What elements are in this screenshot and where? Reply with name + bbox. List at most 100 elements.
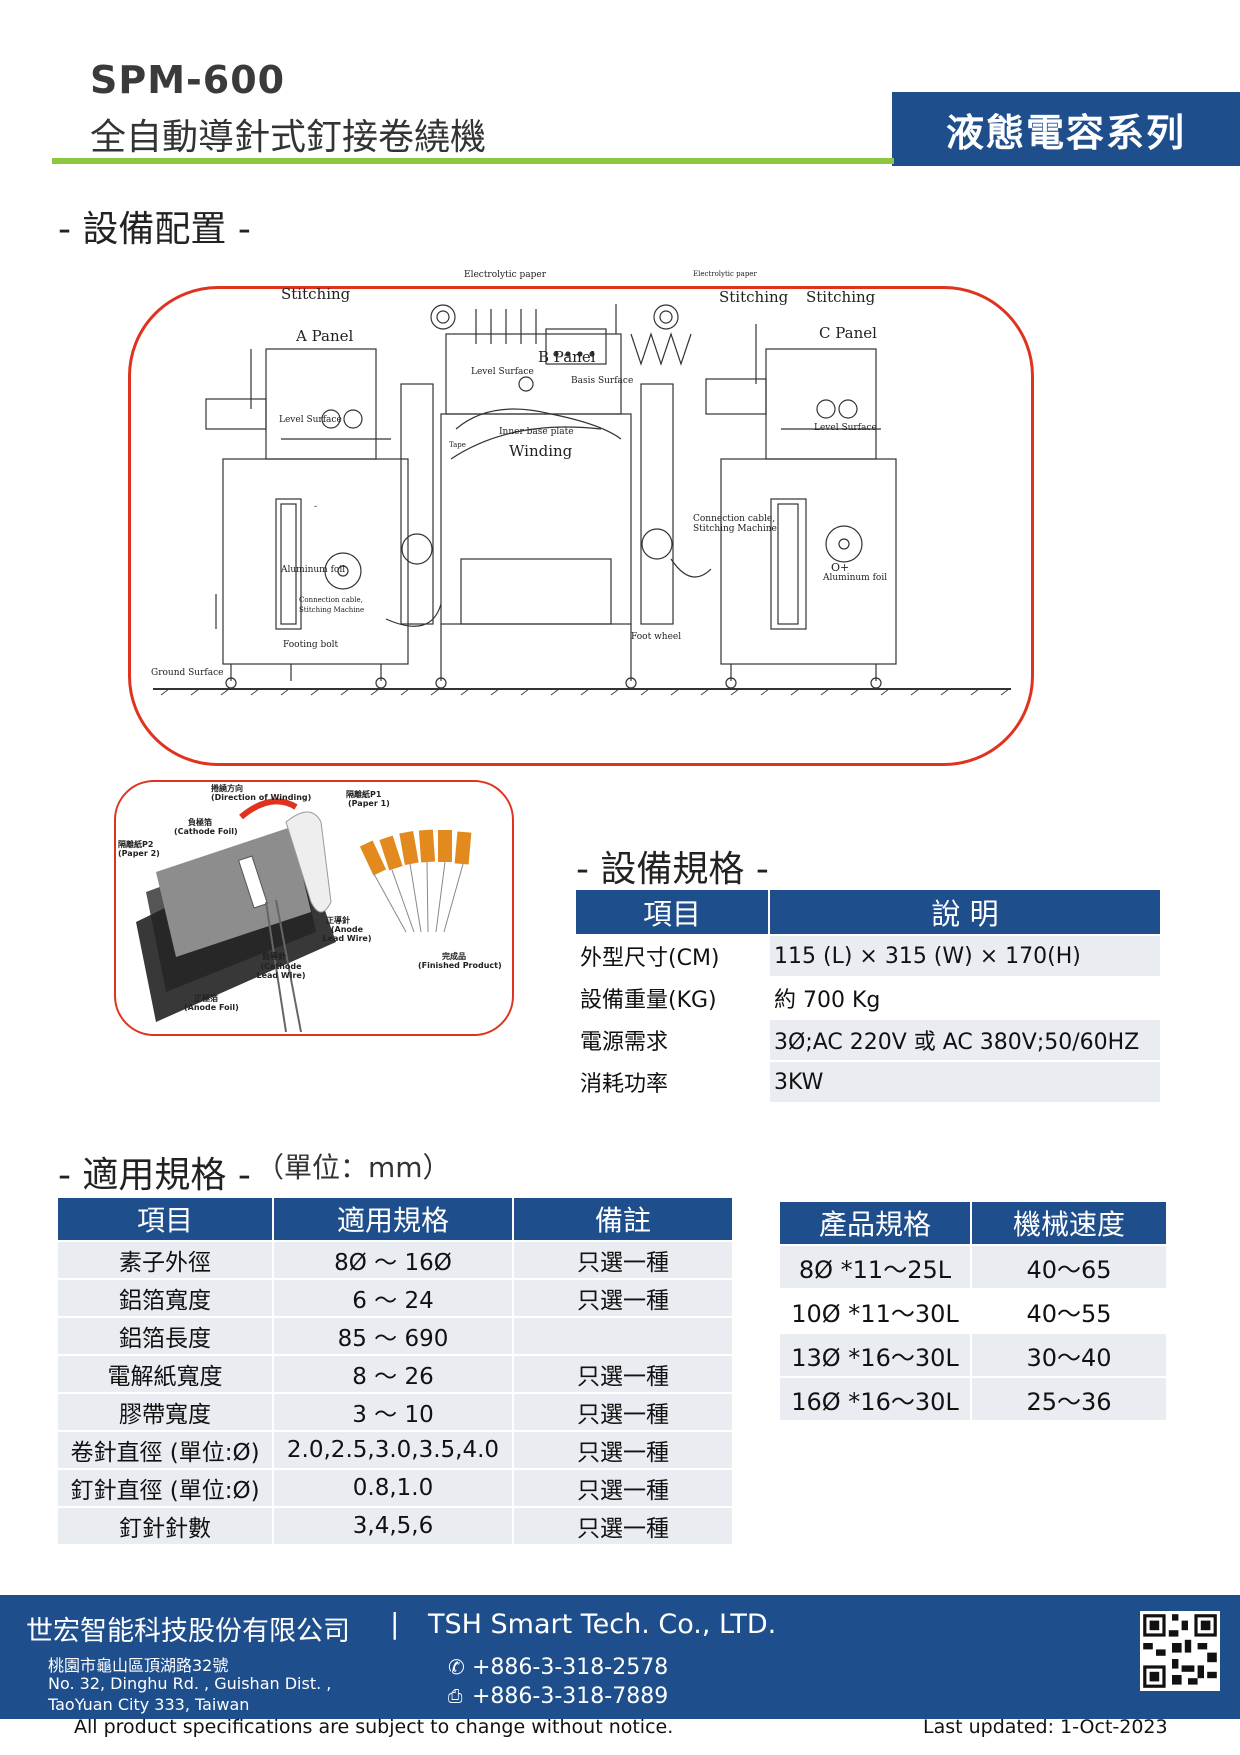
label-paper1-en: (Paper 1) bbox=[348, 799, 390, 808]
table-header-row: 項目 適用規格 備註 bbox=[58, 1198, 732, 1240]
label-tape: Tape bbox=[449, 441, 466, 449]
label-footing-bolt: Footing bolt bbox=[283, 640, 339, 650]
table-row: 電源需求 3Ø;AC 220V 或 AC 380V;50/60HZ bbox=[576, 1020, 1160, 1060]
table-header-row: 產品規格 機械速度 bbox=[780, 1202, 1166, 1244]
last-updated: Last updated: 1-Oct-2023 bbox=[923, 1716, 1168, 1738]
address-en-line1: No. 32, Dinghu Rd. , Guishan Dist. , bbox=[48, 1674, 332, 1693]
table-cell: 115 (L) × 315 (W) × 170(H) bbox=[770, 936, 1160, 976]
label-electrolytic-paper-1: Electrolytic paper bbox=[464, 270, 547, 280]
label-c-panel: C Panel bbox=[819, 324, 877, 342]
header-divider bbox=[52, 158, 894, 164]
table-cell: 85 ～ 690 bbox=[274, 1318, 512, 1354]
series-badge: 液態電容系列 bbox=[892, 92, 1240, 166]
table-cell: 只選一種 bbox=[514, 1280, 732, 1316]
table-cell: 只選一種 bbox=[514, 1432, 732, 1468]
table-header-row: 項目 說 明 bbox=[576, 890, 1160, 934]
address-en-line2: TaoYuan City 333, Taiwan bbox=[48, 1695, 250, 1714]
label-paper1-cn: 隔離紙P1 bbox=[346, 790, 382, 799]
table-cell: 3,4,5,6 bbox=[274, 1508, 512, 1544]
table-cell: 外型尺寸(CM) bbox=[576, 936, 768, 976]
label-stitching-left: Stitching bbox=[281, 285, 351, 303]
table-cell: 卷針直徑 (單位:Ø) bbox=[58, 1432, 272, 1468]
column-header: 機械速度 bbox=[972, 1202, 1166, 1244]
label-ground-surface: Ground Surface bbox=[151, 668, 224, 678]
table-cell: 設備重量(KG) bbox=[576, 978, 768, 1018]
table-cell: 膠帶寬度 bbox=[58, 1394, 272, 1430]
section-title-equipment-spec: - 設備規格 - bbox=[576, 849, 769, 890]
equipment-spec-table: 項目 說 明 外型尺寸(CM) 115 (L) × 315 (W) × 170(… bbox=[574, 888, 1162, 1104]
table-cell: 電源需求 bbox=[576, 1020, 768, 1060]
label-cathode-wire-cn: 負導針 bbox=[262, 952, 286, 961]
label-anode-wire-cn: 正導針 bbox=[326, 916, 350, 925]
label-cathode-cn: 負極箔 bbox=[188, 818, 212, 827]
table-cell: 只選一種 bbox=[514, 1508, 732, 1544]
table-cell bbox=[514, 1318, 732, 1354]
column-header: 項目 bbox=[58, 1198, 272, 1240]
address-cn: 桃園市龜山區頂湖路32號 bbox=[48, 1656, 229, 1675]
table-cell: 13Ø *16～30L bbox=[780, 1334, 970, 1376]
table-cell: 素子外徑 bbox=[58, 1242, 272, 1278]
label-minus: - bbox=[314, 502, 318, 512]
label-stitching-mid: Stitching bbox=[719, 288, 789, 306]
table-cell: 8 ～ 26 bbox=[274, 1356, 512, 1392]
machine-drawing bbox=[153, 304, 1011, 696]
table-cell: 30～40 bbox=[972, 1334, 1166, 1376]
table-cell: 0.8,1.0 bbox=[274, 1470, 512, 1506]
table-cell: 約 700 Kg bbox=[770, 978, 1160, 1018]
table-cell: 釘針針數 bbox=[58, 1508, 272, 1544]
table-cell: 6 ～ 24 bbox=[274, 1280, 512, 1316]
table-cell: 只選一種 bbox=[514, 1242, 732, 1278]
label-level-surface-a: Level Surface bbox=[279, 415, 342, 425]
winding-drawing bbox=[136, 798, 472, 1033]
phone-icon: ✆ bbox=[448, 1655, 465, 1679]
table-cell: 8Ø *11～25L bbox=[780, 1246, 970, 1288]
applicable-spec-unit: （單位：mm） bbox=[256, 1151, 451, 1184]
label-anode-foil-cn: 正極箔 bbox=[194, 994, 218, 1003]
section-title-config: - 設備配置 - bbox=[58, 209, 251, 250]
label-direction-en: (Direction of Winding) bbox=[211, 793, 312, 802]
footer-bar: 世宏智能科技股份有限公司 | TSH Smart Tech. Co., LTD.… bbox=[0, 1595, 1240, 1719]
label-connection-cable-1: Connection cable, bbox=[693, 514, 776, 524]
section-title-applicable-spec: - 適用規格 - bbox=[58, 1155, 251, 1196]
product-name: 全自動導針式釘接卷繞機 bbox=[90, 117, 487, 158]
label-electrolytic-paper-2: Electrolytic paper bbox=[693, 270, 757, 278]
table-cell: 只選一種 bbox=[514, 1356, 732, 1392]
label-a-panel: A Panel bbox=[296, 327, 354, 345]
label-basis-surface: Basis Surface bbox=[571, 376, 634, 386]
table-cell: 25～36 bbox=[972, 1378, 1166, 1420]
label-aluminum-foil-left: Aluminum foil bbox=[281, 565, 346, 575]
label-paper2-en: (Paper 2) bbox=[118, 849, 160, 858]
label-finished-cn: 完成品 bbox=[442, 952, 466, 961]
label-inner-base-plate: Inner base plate bbox=[499, 427, 574, 437]
phone-number: +886-3-318-2578 bbox=[472, 1655, 669, 1680]
table-row: 外型尺寸(CM) 115 (L) × 315 (W) × 170(H) bbox=[576, 936, 1160, 976]
table-cell: 只選一種 bbox=[514, 1394, 732, 1430]
label-anode-wire-en: (Anode Lead Wire) bbox=[322, 925, 372, 944]
label-foot-wheel: Foot wheel bbox=[631, 632, 682, 642]
company-name-en: TSH Smart Tech. Co., LTD. bbox=[428, 1609, 777, 1640]
finished-products bbox=[359, 829, 472, 933]
label-connection-cable-2: Connection cable, bbox=[299, 596, 363, 604]
disclaimer: All product specifications are subject t… bbox=[74, 1716, 674, 1738]
label-anode-foil-en: (Anode Foil) bbox=[184, 1003, 239, 1012]
table-row: 設備重量(KG) 約 700 Kg bbox=[576, 978, 1160, 1018]
table-cell: 16Ø *16～30L bbox=[780, 1378, 970, 1420]
label-level-surface-b: Level Surface bbox=[471, 367, 534, 377]
model-number: SPM-600 bbox=[90, 58, 286, 102]
column-header: 說 明 bbox=[770, 890, 1160, 934]
column-header: 項目 bbox=[576, 890, 768, 934]
table-cell: 2.0,2.5,3.0,3.5,4.0 bbox=[274, 1432, 512, 1468]
fax-icon: ⎙ bbox=[448, 1686, 463, 1707]
label-winding: Winding bbox=[509, 442, 573, 460]
column-header: 產品規格 bbox=[780, 1202, 970, 1244]
